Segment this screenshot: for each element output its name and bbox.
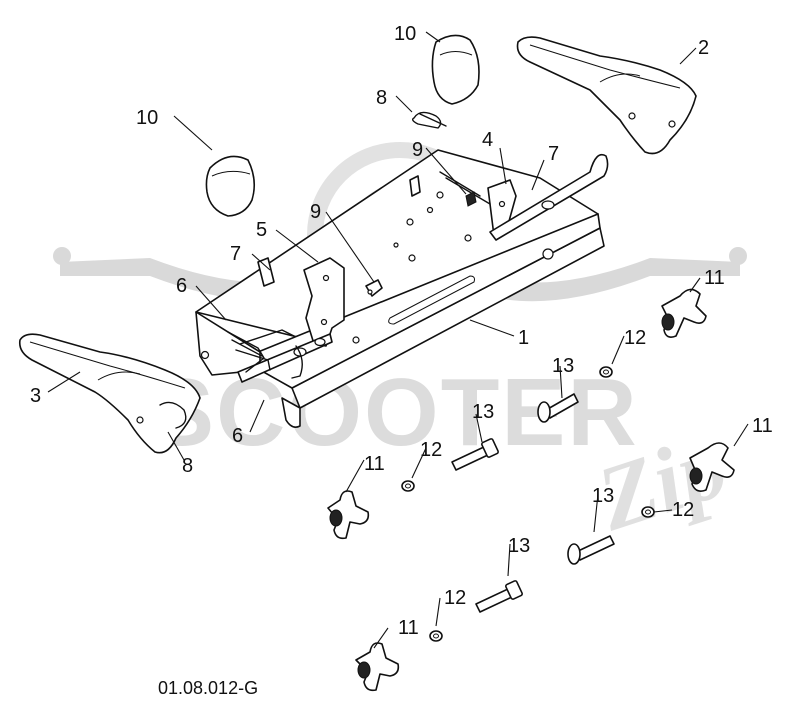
callout-3: 3	[30, 385, 41, 407]
callout-8-lower: 8	[182, 455, 193, 477]
callout-13-middle: 13	[472, 401, 494, 423]
part-11-knob-left-upper	[327, 490, 370, 540]
callout-1: 1	[518, 327, 529, 349]
callout-13-lower: 13	[508, 535, 530, 557]
part-4-right-latch	[487, 179, 517, 237]
figure-code: 01.08.012-G	[158, 678, 258, 698]
part-12-washer-2	[401, 480, 415, 492]
part-13-bolt-2	[451, 438, 499, 471]
part-12-washer-4	[429, 630, 443, 642]
part-3-left-handle	[18, 333, 201, 454]
part-11-knob-left-lower	[355, 642, 400, 692]
part-12-washer-1	[599, 366, 613, 378]
part-6-spring-clip	[227, 329, 295, 373]
callout-11-left-upper: 11	[364, 453, 385, 475]
callout-12-right-lower: 12	[672, 499, 694, 521]
callout-8-upper: 8	[376, 87, 387, 109]
part-8-hairpin-upper	[411, 111, 447, 129]
part-13-bolt-1	[537, 393, 579, 423]
part-10-upper-grip	[431, 34, 480, 105]
part-11-knob-right-upper	[661, 288, 707, 338]
callout-5: 5	[256, 219, 267, 241]
part-7-rod-right	[439, 153, 609, 241]
part-13-bolt-4	[475, 580, 523, 613]
part-12-washer-3	[641, 506, 655, 518]
callout-2: 2	[698, 37, 709, 59]
callout-13-right-upper: 13	[552, 355, 574, 377]
callout-9-lower: 9	[310, 201, 321, 223]
callout-11-right-lower: 11	[752, 415, 773, 437]
part-11-knob-right-lower	[689, 442, 735, 492]
callout-13-right-lower: 13	[592, 485, 614, 507]
callout-7-right: 7	[548, 143, 559, 165]
callout-11-left-lower: 11	[398, 617, 419, 639]
part-7-rod-left	[237, 333, 333, 383]
callout-7-left: 7	[230, 243, 241, 265]
callout-6-upper: 6	[176, 275, 187, 297]
part-10-left-grip	[205, 155, 256, 217]
callout-6-lower: 6	[232, 425, 243, 447]
callout-labels: 10 2 8 10 9 4 7 9 5 7 6 1 11 3 12 13 13 …	[30, 23, 773, 639]
part-2-right-handle	[516, 36, 697, 155]
callout-12-right-upper: 12	[624, 327, 646, 349]
callout-4: 4	[482, 129, 493, 151]
callout-10-upper: 10	[394, 23, 416, 45]
callout-11-right-upper: 11	[704, 267, 725, 289]
leader-lines	[47, 31, 749, 649]
callout-12-lower: 12	[444, 587, 466, 609]
callout-9-upper: 9	[412, 139, 423, 161]
part-13-bolt-3	[567, 535, 615, 565]
callout-10-left: 10	[136, 107, 158, 129]
part-9-pin-upper	[465, 191, 477, 207]
callout-12-middle: 12	[420, 439, 442, 461]
